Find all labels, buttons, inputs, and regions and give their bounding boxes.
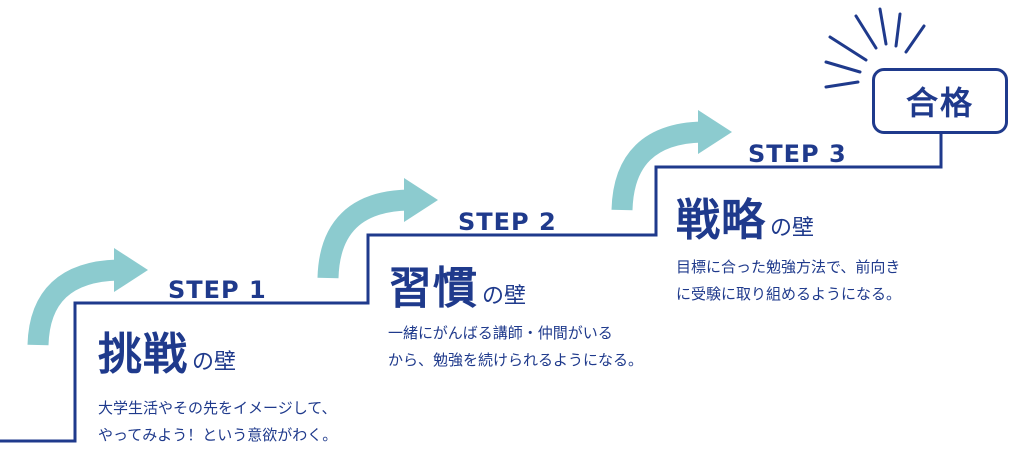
step-1-description: 大学生活やその先をイメージして、 やってみよう！という意欲がわく。 — [98, 395, 337, 449]
arrow-3-icon — [611, 110, 732, 211]
burst-icon — [824, 7, 926, 89]
step-2-desc-line-1: 一緒にがんばる講師・仲間がいる — [388, 324, 613, 342]
step-2-title-suffix: の壁 — [482, 284, 527, 309]
step-1-title-suffix: の壁 — [192, 350, 237, 375]
step-3-description: 目標に合った勉強方法で、前向き に受験に取り組めるようになる。 — [676, 254, 901, 308]
arrow-2-icon — [317, 178, 438, 279]
step-3-title-main: 戦略 — [676, 195, 766, 246]
step-1-desc-line-1: 大学生活やその先をイメージして、 — [98, 399, 337, 417]
step-2-desc-line-2: から、勉強を続けられるようになる。 — [388, 351, 644, 369]
step-2-description: 一緒にがんばる講師・仲間がいる から、勉強を続けられるようになる。 — [388, 320, 643, 374]
step-1-title: 挑戦の壁 — [98, 318, 236, 382]
step-1-desc-line-2: やってみよう！という意欲がわく。 — [98, 426, 338, 444]
step-3-desc-line-1: 目標に合った勉強方法で、前向き — [676, 258, 901, 276]
step-3-title-suffix: の壁 — [770, 216, 815, 241]
step-2-label: STEP 2 — [458, 208, 557, 236]
step-2-title: 習慣の壁 — [388, 252, 526, 316]
step-1-label: STEP 1 — [168, 276, 267, 304]
arrow-1-icon — [27, 248, 148, 346]
step-1-title-main: 挑戦 — [98, 329, 188, 380]
step-2-title-main: 習慣 — [388, 263, 478, 314]
goal-box: 合格 — [872, 68, 1008, 134]
step-3-desc-line-2: に受験に取り組めるようになる。 — [676, 285, 902, 303]
step-3-title: 戦略の壁 — [676, 184, 814, 248]
step-3-label: STEP 3 — [748, 140, 847, 168]
staircase-line — [0, 134, 943, 443]
goal-label: 合格 — [905, 84, 974, 122]
